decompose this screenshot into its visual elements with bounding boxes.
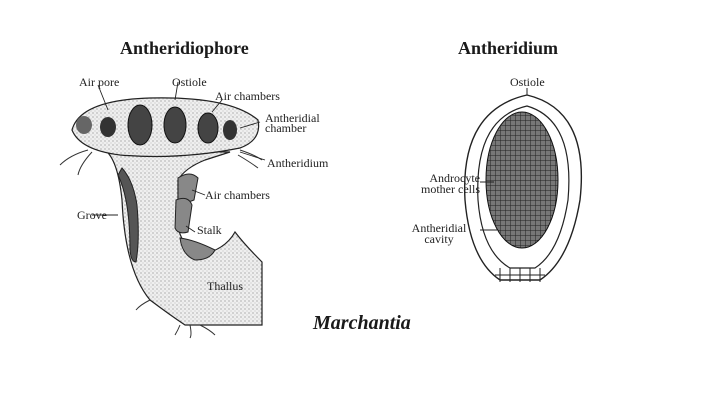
label-antheridial-chamber: Antheridial chamber — [265, 111, 320, 135]
label-antheridium: Antheridium — [267, 156, 329, 170]
label-air-chambers-stalk: Air chambers — [205, 188, 270, 202]
figure-caption: Marchantia — [313, 312, 411, 334]
label-ostiole: Ostiole — [172, 75, 207, 89]
label-stalk: Stalk — [197, 223, 222, 237]
antheridium-drawing — [463, 88, 583, 282]
antheridiophore-title: Antheridiophore — [120, 38, 249, 58]
label-androcyte-mother-cells: Androcyte mother cells — [421, 171, 480, 196]
label-ostiole-right: Ostiole — [510, 75, 545, 89]
label-antheridial-cavity: Antheridial cavity — [411, 221, 467, 246]
label-grove: Grove — [77, 208, 107, 222]
label-thallus: Thallus — [207, 279, 243, 293]
antheridium-title: Antheridium — [458, 38, 559, 58]
antheridiophore-drawing — [59, 81, 266, 339]
label-air-pore: Air pore — [79, 75, 120, 89]
label-air-chambers-top: Air chambers — [215, 89, 280, 103]
